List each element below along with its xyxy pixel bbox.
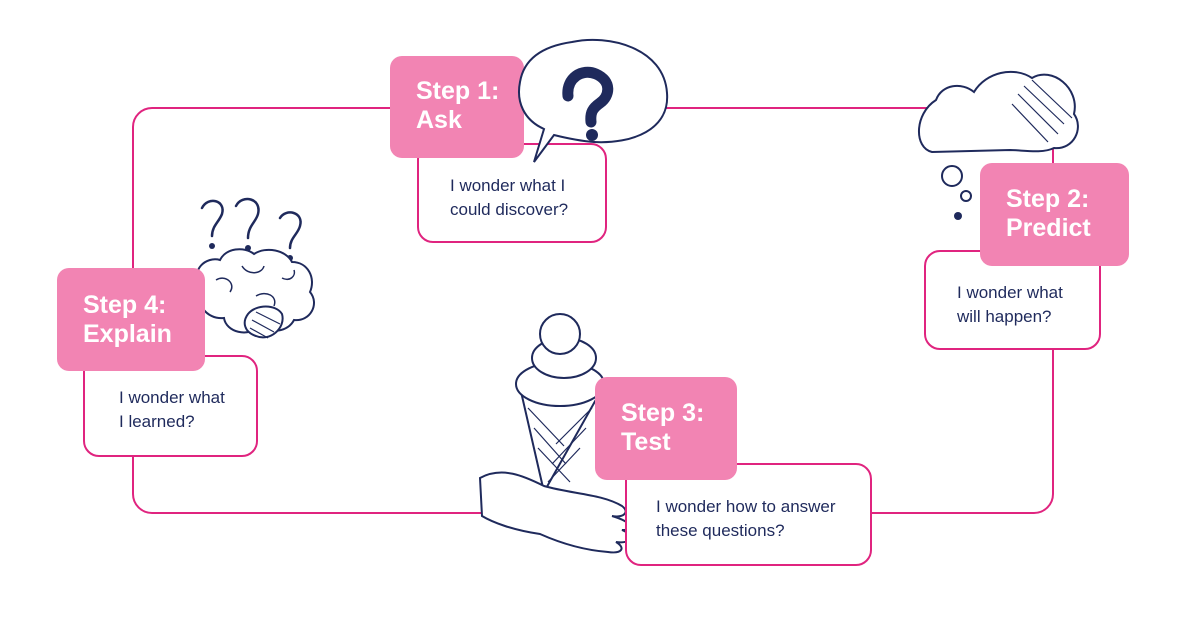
step-4-label: Step 4: Explain <box>57 268 205 371</box>
step-3-text-box: I wonder how to answer these questions? <box>625 463 872 566</box>
step-3-text-line-1: I wonder how to answer <box>656 497 836 516</box>
step-1-label-line-1: Step 1: <box>416 77 500 105</box>
step-1-text-line-1: I wonder what I <box>450 176 566 195</box>
question-speech-bubble-icon <box>514 38 674 168</box>
step-4-label-line-2: Explain <box>83 320 172 348</box>
step-4-text-box: I wonder what I learned? <box>83 355 258 457</box>
ice-cream-hand-icon <box>472 316 652 556</box>
step-3-text-line-2: these questions? <box>656 521 785 540</box>
step-2-text-line-2: will happen? <box>957 307 1052 326</box>
step-1-text-line-2: could discover? <box>450 200 569 219</box>
step-3-label: Step 3: Test <box>595 377 737 480</box>
step-2-label-line-2: Predict <box>1006 214 1091 242</box>
step-2-text-line-1: I wonder what <box>957 283 1063 302</box>
step-4-text-line-1: I wonder what <box>119 388 225 407</box>
step-2-label-line-1: Step 2: <box>1006 185 1090 213</box>
step-4-label-line-1: Step 4: <box>83 291 167 319</box>
step-4-text-line-2: I learned? <box>119 412 195 431</box>
step-2-text-box: I wonder what will happen? <box>924 250 1101 350</box>
step-3-label-line-2: Test <box>621 428 671 456</box>
thought-cloud-icon <box>914 64 1084 220</box>
step-1-label-line-2: Ask <box>416 106 462 134</box>
brain-question-marks-icon <box>186 196 336 356</box>
step-1-label: Step 1: Ask <box>390 56 524 158</box>
step-2-label: Step 2: Predict <box>980 163 1129 266</box>
step-3-label-line-1: Step 3: <box>621 399 705 427</box>
